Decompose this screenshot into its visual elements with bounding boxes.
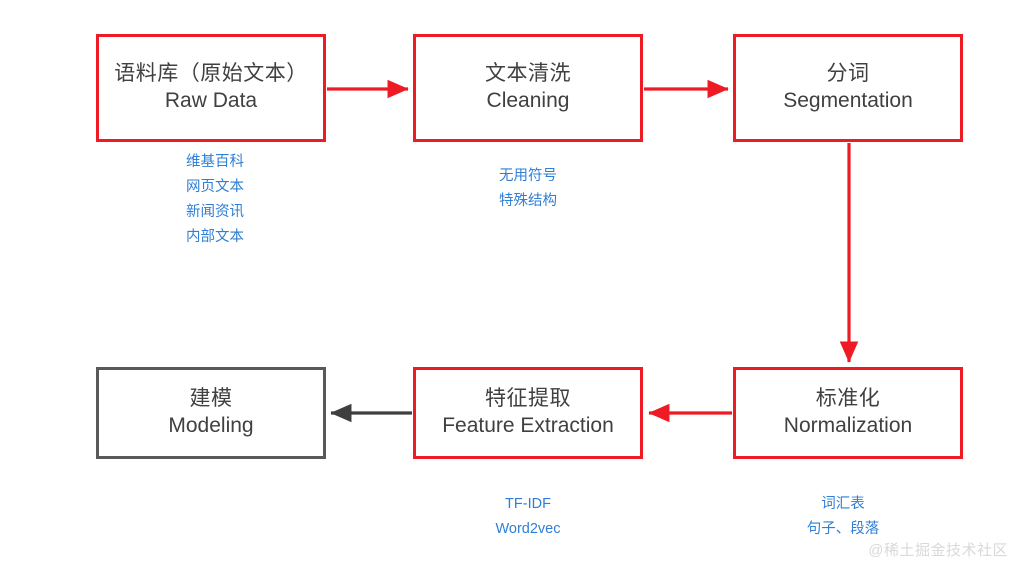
node-normalization-cn: 标准化 — [815, 387, 881, 411]
annotation-cleaning: 无用符号 特殊结构 — [499, 168, 557, 209]
node-cleaning[interactable]: 文本清洗 Cleaning — [413, 34, 643, 142]
node-segmentation-cn: 分词 — [826, 62, 870, 86]
node-normalization-en: Normalization — [783, 414, 913, 437]
annotation-feature-extraction: TF-IDF Word2vec — [495, 496, 561, 537]
node-modeling-cn: 建模 — [189, 387, 233, 411]
node-raw-data-cn: 语料库（原始文本） — [114, 62, 308, 86]
node-feature-extraction[interactable]: 特征提取 Feature Extraction — [413, 367, 643, 459]
node-raw-data-en: Raw Data — [164, 89, 258, 112]
node-segmentation[interactable]: 分词 Segmentation — [733, 34, 963, 142]
node-normalization[interactable]: 标准化 Normalization — [733, 367, 963, 459]
node-feature-extraction-cn: 特征提取 — [485, 387, 571, 411]
node-raw-data[interactable]: 语料库（原始文本） Raw Data — [96, 34, 326, 142]
node-segmentation-en: Segmentation — [783, 89, 913, 112]
node-cleaning-cn: 文本清洗 — [485, 62, 571, 86]
node-feature-extraction-en: Feature Extraction — [442, 414, 614, 437]
node-cleaning-en: Cleaning — [486, 89, 570, 112]
annotation-normalization: 词汇表 句子、段落 — [806, 496, 880, 537]
node-modeling[interactable]: 建模 Modeling — [96, 367, 326, 459]
node-modeling-en: Modeling — [168, 414, 254, 437]
watermark: @稀土掘金技术社区 — [868, 542, 1008, 559]
annotation-raw-data: 维基百科 网页文本 新闻资讯 内部文本 — [186, 154, 244, 245]
